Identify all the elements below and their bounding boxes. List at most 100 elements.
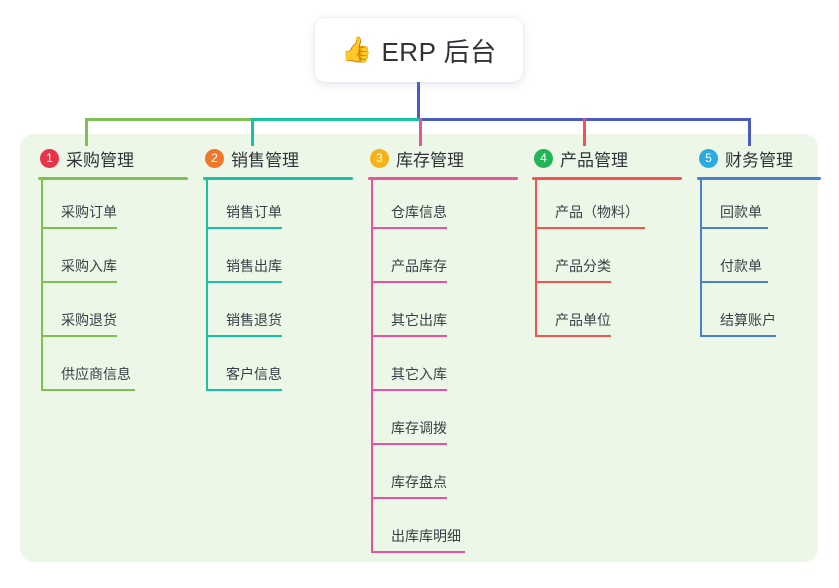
branch-item-label: 库存盘点: [391, 474, 447, 490]
drop-inventory: [419, 118, 422, 146]
branch-spine: [206, 180, 208, 391]
branch-item-underline: [371, 551, 465, 553]
branch-item-underline: [535, 227, 645, 229]
branch-label: 财务管理: [725, 150, 793, 170]
branch-item-underline: [700, 227, 768, 229]
branch-item-underline: [371, 497, 447, 499]
branch-item-underline: [41, 227, 117, 229]
branch-item-underline: [41, 281, 117, 283]
branch-header-3[interactable]: 3 库存管理: [368, 144, 518, 172]
branch-underline: [203, 177, 353, 180]
branch-item-label: 产品分类: [555, 258, 611, 274]
branch-item[interactable]: 采购订单: [38, 180, 188, 234]
branch-item-label: 销售退货: [226, 312, 282, 328]
branch-item-label: 仓库信息: [391, 204, 447, 220]
branch-item[interactable]: 产品库存: [368, 234, 518, 288]
branch-item-underline: [535, 281, 611, 283]
branch-item-label: 供应商信息: [61, 366, 131, 382]
branch-item-label: 其它出库: [391, 312, 447, 328]
branch-item[interactable]: 仓库信息: [368, 180, 518, 234]
branch-items: 回款单付款单结算账户: [697, 180, 821, 342]
branch-item[interactable]: 产品（物料）: [532, 180, 682, 234]
branch-item-label: 付款单: [720, 258, 762, 274]
branch-item-label: 产品（物料）: [555, 204, 639, 220]
branch-item-label: 采购入库: [61, 258, 117, 274]
branch-item[interactable]: 产品单位: [532, 288, 682, 342]
branch-number-badge: 4: [534, 148, 553, 168]
branch-column-5: 5 财务管理回款单付款单结算账户: [697, 144, 821, 342]
branch-items: 仓库信息产品库存其它出库其它入库库存调拨库存盘点出库库明细: [368, 180, 518, 558]
drop-product: [583, 118, 586, 146]
branch-underline: [38, 177, 188, 180]
branch-item-underline: [206, 227, 282, 229]
branch-items: 销售订单销售出库销售退货客户信息: [203, 180, 353, 396]
branches-panel: [20, 134, 818, 562]
branch-item[interactable]: 销售退货: [203, 288, 353, 342]
branch-item[interactable]: 销售出库: [203, 234, 353, 288]
root-node[interactable]: 👍 ERP 后台: [315, 18, 523, 82]
root-title: ERP 后台: [381, 36, 497, 67]
branch-header-5[interactable]: 5 财务管理: [697, 144, 821, 172]
branch-spine: [41, 180, 43, 391]
branch-spine: [535, 180, 537, 337]
branch-item-label: 采购订单: [61, 204, 117, 220]
branch-label: 采购管理: [66, 150, 134, 170]
branch-item-underline: [535, 335, 611, 337]
branch-item-underline: [206, 281, 282, 283]
branch-item-label: 销售订单: [226, 204, 282, 220]
branch-item-label: 产品单位: [555, 312, 611, 328]
branch-item[interactable]: 销售订单: [203, 180, 353, 234]
branch-item-label: 采购退货: [61, 312, 117, 328]
branch-number-badge: 3: [370, 148, 389, 168]
branch-item-underline: [371, 227, 447, 229]
branch-item-underline: [371, 281, 447, 283]
branch-items: 采购订单采购入库采购退货供应商信息: [38, 180, 188, 396]
branch-item[interactable]: 供应商信息: [38, 342, 188, 396]
branch-column-3: 3 库存管理仓库信息产品库存其它出库其它入库库存调拨库存盘点出库库明细: [368, 144, 518, 558]
branch-item[interactable]: 结算账户: [697, 288, 821, 342]
branch-item[interactable]: 采购入库: [38, 234, 188, 288]
branch-item[interactable]: 库存盘点: [368, 450, 518, 504]
branch-item-label: 客户信息: [226, 366, 282, 382]
branch-number-badge: 2: [205, 148, 224, 168]
branch-label: 库存管理: [396, 150, 464, 170]
branch-item-underline: [371, 389, 447, 391]
branch-item-underline: [700, 335, 776, 337]
branch-item-underline: [371, 443, 447, 445]
branch-underline: [697, 177, 821, 180]
branch-item-underline: [371, 335, 447, 337]
branch-item-label: 结算账户: [720, 312, 776, 328]
branch-spine: [700, 180, 702, 337]
branch-item[interactable]: 库存调拨: [368, 396, 518, 450]
branch-items: 产品（物料） 产品分类产品单位: [532, 180, 682, 342]
branch-item-underline: [41, 335, 117, 337]
thumbs-up-icon: 👍: [341, 35, 373, 64]
branch-item-label: 出库库明细: [391, 528, 461, 544]
branch-item[interactable]: 客户信息: [203, 342, 353, 396]
branch-item[interactable]: 其它出库: [368, 288, 518, 342]
branch-item[interactable]: 产品分类: [532, 234, 682, 288]
branch-item[interactable]: 其它入库: [368, 342, 518, 396]
branch-item-underline: [700, 281, 768, 283]
bus-teal: [251, 118, 419, 121]
branch-item[interactable]: 出库库明细: [368, 504, 518, 558]
branch-item-underline: [206, 389, 282, 391]
branch-item[interactable]: 回款单: [697, 180, 821, 234]
branch-item-underline: [41, 389, 135, 391]
branch-item[interactable]: 付款单: [697, 234, 821, 288]
branch-item-label: 销售出库: [226, 258, 282, 274]
branch-item[interactable]: 采购退货: [38, 288, 188, 342]
bus-green: [85, 118, 251, 121]
branch-number-badge: 5: [699, 148, 718, 168]
branch-item-underline: [206, 335, 282, 337]
branch-item-label: 回款单: [720, 204, 762, 220]
drop-finance: [748, 118, 751, 146]
branch-underline: [532, 177, 682, 180]
